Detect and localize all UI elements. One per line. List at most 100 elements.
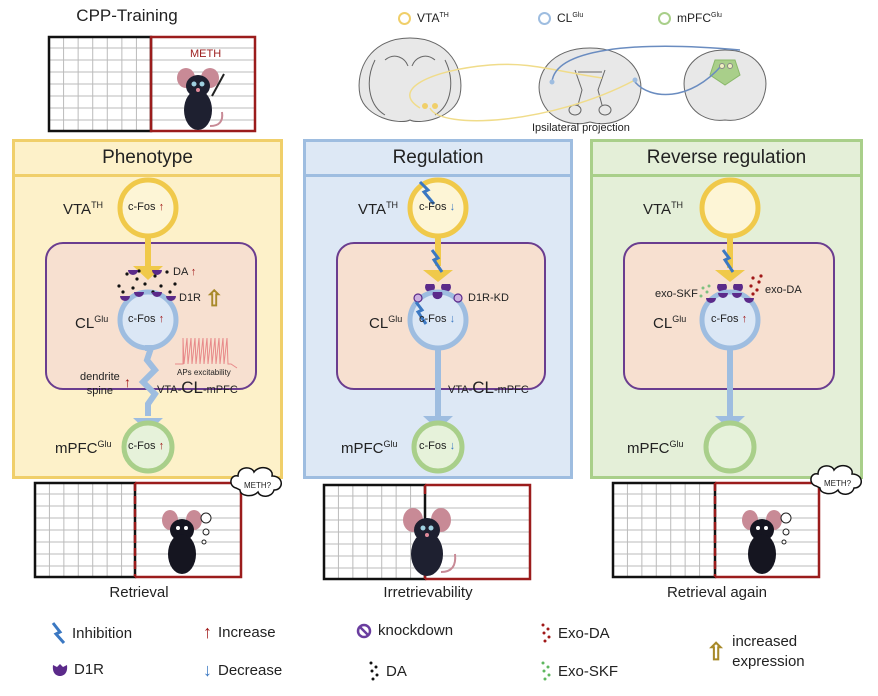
mpfc-neuron	[703, 420, 757, 474]
exo-da-label: exo-DA	[765, 284, 802, 296]
da-dot	[117, 284, 121, 288]
thought-text: METH?	[824, 479, 852, 488]
d1r-receptors	[706, 293, 754, 303]
exo-skf-dot	[699, 294, 703, 298]
ap-trace	[175, 337, 238, 369]
dendrite-spine-axon	[138, 345, 160, 416]
increase-arrow-icon: ↑	[158, 313, 165, 325]
mpfc-neuron	[121, 420, 175, 474]
vta-neuron	[699, 177, 761, 239]
pathway-label: VTA-CL-mPFC	[157, 378, 238, 397]
vta-cfos: c-Fos ↓	[419, 201, 456, 213]
yellow-projection	[409, 63, 636, 122]
brain-legend: VTATH CLGlu mPFCGlu	[398, 11, 722, 25]
legend-d1r: D1R	[52, 661, 104, 678]
aps-excitability-label: APs excitability	[177, 368, 231, 377]
thinking-mouse-image	[162, 510, 212, 574]
d1r-receptor	[152, 292, 162, 297]
inhibition-icon	[418, 180, 436, 205]
da-dot	[153, 274, 157, 278]
exo-skf-label: exo-SKF	[655, 288, 698, 300]
phenotype-circuit	[117, 177, 238, 474]
d1r-label: D1R	[179, 292, 202, 304]
d1r-kd-label: D1R-KD	[468, 292, 509, 304]
increased-expression-icon: ⇧	[205, 286, 224, 311]
legend-exo-skf: Exo-SKF	[540, 660, 618, 682]
decrease-arrow-icon: ↓	[449, 313, 456, 325]
exo-da-dots	[749, 274, 763, 296]
decrease-arrow-icon: ↓	[449, 201, 456, 213]
da-dot	[131, 286, 135, 290]
cl-cfos: c-Fos ↑	[128, 313, 165, 325]
d1r-receptor	[718, 293, 728, 298]
d1r-icon	[52, 663, 68, 676]
vta-cfos: c-Fos ↑	[128, 201, 165, 213]
mpfc-label: mPFCGlu	[627, 439, 684, 457]
exo-da-dot	[759, 274, 763, 278]
mpfc-cfos: c-Fos ↓	[419, 440, 456, 452]
d1r-receptor	[432, 292, 443, 300]
d1r-receptor	[706, 298, 716, 303]
vta-terminal	[715, 270, 745, 282]
exo-da-dot	[749, 284, 753, 288]
d1r-receptors	[120, 270, 176, 301]
inhibition-icon	[51, 622, 66, 644]
increase-arrow-icon: ↑	[124, 374, 131, 390]
exo-skf-icon	[541, 661, 551, 681]
thought-cloud	[230, 466, 282, 497]
mpfc-neuron	[411, 420, 465, 474]
projection-label: Ipsilateral projection	[532, 122, 630, 134]
exo-skf-dot	[707, 284, 711, 288]
panel-title: Regulation	[306, 142, 570, 177]
vta-label: VTATH	[63, 200, 104, 218]
increase-arrow-icon: ↑	[158, 440, 165, 452]
panel-phenotype: Phenotype VTATH c-Fos ↑ DA ↑ D1R ⇧ CLGlu…	[12, 139, 283, 479]
d1r-receptor	[134, 292, 144, 297]
exo-skf-dot	[701, 286, 705, 290]
knockdown-icons	[413, 293, 463, 303]
da-icon	[369, 661, 379, 681]
knockdown-icon	[356, 623, 372, 638]
increase-arrow-icon: ↑	[203, 622, 212, 642]
exo-skf-dot	[705, 290, 709, 294]
decrease-arrow-icon: ↓	[449, 440, 456, 452]
da-dot	[135, 277, 139, 281]
da-dot	[173, 282, 177, 286]
d1r-receptor	[120, 296, 130, 301]
vta-circle-icon	[398, 11, 411, 25]
brain-sections-diagram	[358, 37, 767, 125]
increase-arrow-icon: ↑	[741, 313, 748, 325]
panel-title: Phenotype	[15, 142, 280, 177]
cl-circle-icon	[538, 11, 551, 25]
d1r-receptor	[166, 296, 176, 301]
legend-knockdown: knockdown	[356, 622, 453, 639]
mpfc-cfos: c-Fos ↑	[128, 440, 165, 452]
cl-cfos: c-Fos ↑	[711, 313, 748, 325]
caption-retrieval: Retrieval	[109, 584, 169, 601]
panel-reverse-regulation: Reverse regulation VTATH exo-SKF exo-DA …	[590, 139, 863, 479]
cl-label: CLGlu	[369, 314, 403, 332]
reverse-circuit	[699, 177, 763, 474]
da-dots	[117, 269, 177, 294]
irretrievability-test-box	[322, 483, 532, 581]
cl-label: CLGlu	[75, 314, 109, 332]
inhibition-icon	[721, 249, 735, 273]
cl-label: CLGlu	[653, 314, 687, 332]
inhibition-icon	[414, 301, 428, 325]
mouse-image	[403, 508, 457, 576]
da-dot	[143, 282, 147, 286]
blue-projection	[551, 45, 741, 96]
exo-da-dot	[751, 292, 755, 296]
vta-terminal	[423, 270, 453, 282]
caption-retrieval-again: Retrieval again	[666, 584, 768, 601]
exo-da-icon	[541, 623, 551, 643]
da-dot	[165, 270, 169, 274]
exo-da-dot	[757, 280, 761, 284]
legend-increased-expression: ⇧ increased expression	[706, 633, 805, 670]
pathway-label: VTA-CL-mPFC	[448, 378, 529, 397]
brain-section-mpfc	[683, 49, 767, 121]
exo-skf-dots	[699, 284, 711, 298]
legend-mpfc: mPFCGlu	[658, 11, 722, 25]
d1r-receptor	[128, 270, 138, 275]
